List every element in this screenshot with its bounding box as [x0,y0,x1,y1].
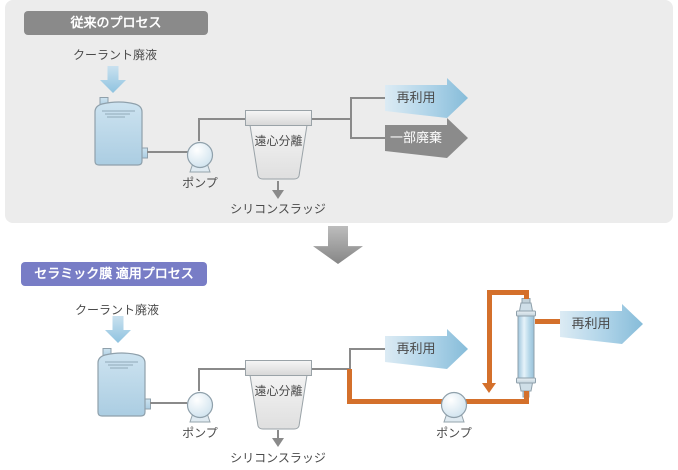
centrifuge-icon [245,110,312,180]
ceramic-membrane-module-icon [516,298,536,398]
sludge-arrow-shaft [277,181,279,191]
sludge-arrow-shaft [277,430,279,439]
pipe-pump-riser [198,119,200,141]
coolant-waste-label: クーラント廃液 [72,48,157,62]
pump-icon [440,391,468,423]
sludge-arrow-icon [272,190,284,199]
sludge-label: シリコンスラッジ [230,451,326,465]
orange-pipe-bottom-run [347,399,529,404]
pump-label: ポンプ [436,426,472,440]
centrifuge-label: 遠心分離 [254,134,303,148]
pipe-branch-upper [352,97,385,99]
coolant-waste-label: クーラント廃液 [74,303,159,317]
badge-label: 従来のプロセス [70,15,162,30]
reuse-arrow-label: 再利用 [396,90,436,105]
orange-pipe-down-from-branch [347,369,352,402]
centrifuge-icon [245,360,312,430]
pump-icon [186,141,214,173]
reuse-arrow: 再利用 [560,304,643,344]
pump-label: ポンプ [182,176,218,190]
reuse-arrow: 再利用 [385,329,468,369]
orange-return-arrow-icon [482,383,496,393]
centrifuge-label: 遠心分離 [254,384,303,398]
pipe-tank-to-pump [150,402,187,404]
pipe-to-centrifuge [198,368,245,370]
pipe-branch-vertical [350,97,352,139]
transition-arrow-icon [313,226,363,264]
reuse-arrow-label: 再利用 [571,316,611,331]
partial-disposal-label: 一部廃棄 [389,130,442,145]
orange-pipe-loop-return [487,295,492,384]
sludge-label: シリコンスラッジ [230,202,326,216]
down-arrow-icon [105,316,131,343]
pipe-centrifuge-out [312,118,352,120]
pump-label: ポンプ [182,426,218,440]
badge-label: セラミック膜 適用プロセス [34,266,194,281]
pipe-tank-to-pump [147,151,188,153]
conventional-process-badge: 従来のプロセス [24,11,208,35]
pipe-branch-upper [351,348,385,350]
orange-pipe-membrane-inlet [524,391,529,401]
reuse-arrow-label: 再利用 [396,341,436,356]
pipe-centrifuge-out [312,368,351,370]
orange-pipe-loop-top [487,290,529,295]
tank-icon [97,348,151,417]
ceramic-process-badge: セラミック膜 適用プロセス [21,262,207,286]
pipe-pump-riser [198,369,200,391]
pipe-to-centrifuge [198,118,245,120]
down-arrow-icon [100,66,126,93]
sludge-arrow-icon [272,438,284,447]
pump-icon [186,391,214,423]
orange-pipe-permeate-out [535,319,562,324]
tank-icon [94,97,148,166]
pipe-branch-lower [352,137,385,139]
pipe-branch-vertical [349,348,351,369]
